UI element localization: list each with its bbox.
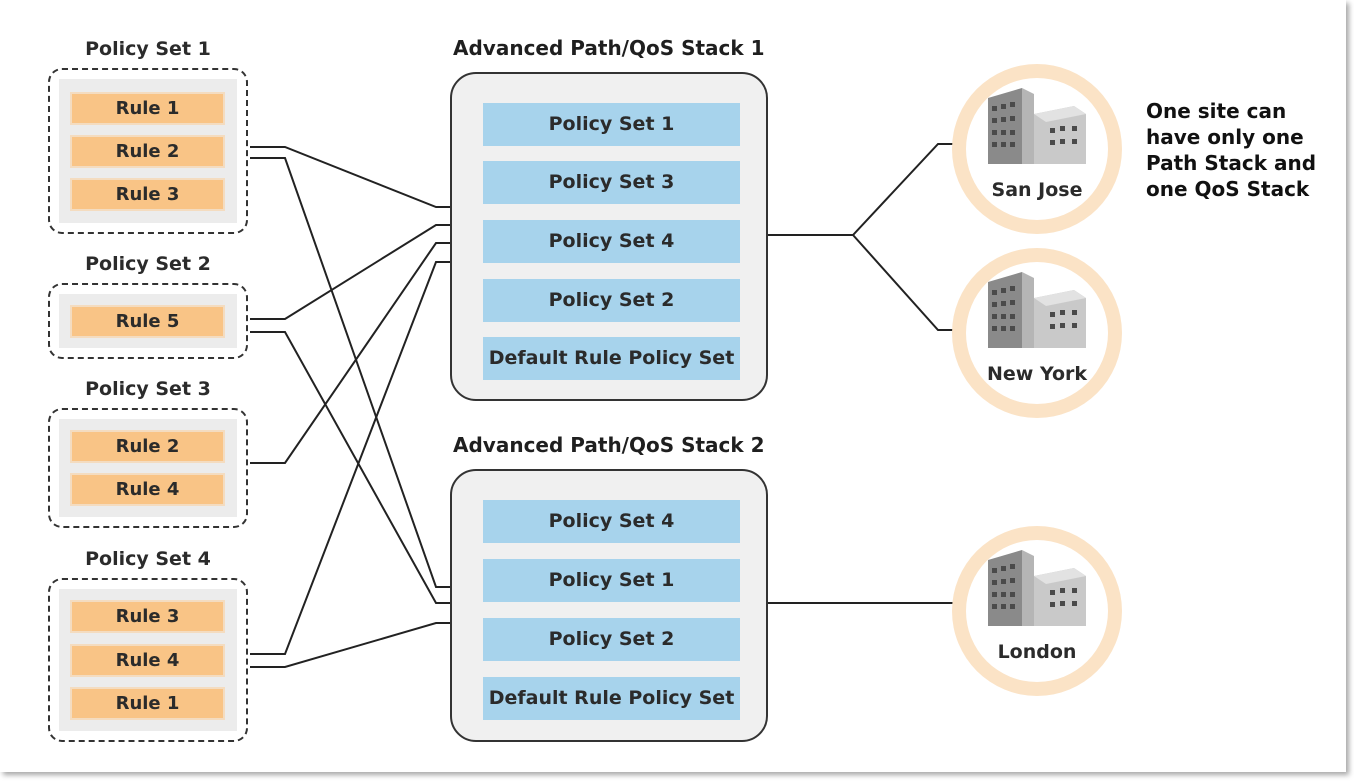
rule-item: Rule 2 [70, 430, 225, 463]
stack-item: Policy Set 4 [483, 220, 740, 263]
connector-ps4-stack1 [250, 261, 450, 655]
stack-item: Policy Set 2 [483, 618, 740, 661]
site-london: London [952, 526, 1122, 696]
note-line: one QoS Stack [1146, 177, 1310, 201]
site-label: New York [986, 363, 1088, 385]
note-line: have only one [1146, 125, 1304, 149]
stack-title: Advanced Path/QoS Stack 1 [453, 36, 765, 60]
stack-item: Policy Set 4 [483, 500, 740, 543]
rule-item: Rule 4 [70, 644, 225, 677]
policy-set-title: Policy Set 3 [85, 378, 211, 400]
policy-set-1-box: Rule 1 Rule 2 Rule 3 [48, 68, 248, 234]
stack-item: Policy Set 1 [483, 559, 740, 602]
rule-item: Rule 5 [70, 305, 225, 338]
stack-item: Default Rule Policy Set [483, 337, 740, 380]
policy-set-2-box: Rule 5 [48, 283, 248, 359]
stack-item: Default Rule Policy Set [483, 677, 740, 720]
connector-ps1-stack1 [250, 146, 450, 208]
connector-ps2-stack1 [250, 224, 450, 320]
site-label: San Jose [991, 179, 1083, 201]
building-icon [988, 272, 1086, 348]
stack-1-box: Policy Set 1 Policy Set 3 Policy Set 4 P… [450, 72, 768, 401]
building-icon [988, 88, 1086, 164]
stack-item: Policy Set 2 [483, 279, 740, 322]
stack-item: Policy Set 3 [483, 161, 740, 204]
stack-item: Policy Set 1 [483, 103, 740, 146]
note-line: Path Stack and [1146, 151, 1317, 175]
policy-set-4-box: Rule 3 Rule 4 Rule 1 [48, 578, 248, 742]
rule-item: Rule 2 [70, 135, 225, 168]
stack-title: Advanced Path/QoS Stack 2 [453, 433, 765, 457]
policy-set-title: Policy Set 2 [85, 253, 211, 275]
building-icon [988, 550, 1086, 626]
rule-item: Rule 1 [70, 92, 225, 125]
connector-ps4-stack2 [250, 622, 450, 668]
rule-item: Rule 1 [70, 687, 225, 720]
policy-set-3-box: Rule 2 Rule 4 [48, 408, 248, 528]
site-label: London [997, 641, 1077, 663]
connector-ps1-stack2 [250, 157, 450, 588]
note-text: One site can have only one Path Stack an… [1146, 98, 1346, 202]
note-line: One site can [1146, 99, 1287, 123]
site-san-jose: San Jose [952, 64, 1122, 234]
rule-item: Rule 3 [70, 178, 225, 211]
stack-2-box: Policy Set 4 Policy Set 1 Policy Set 2 D… [450, 469, 768, 742]
policy-set-title: Policy Set 1 [85, 38, 211, 60]
rule-item: Rule 4 [70, 473, 225, 506]
connector-ps3-stack1 [250, 242, 450, 464]
rule-item: Rule 3 [70, 600, 225, 633]
connector-ps2-stack2 [250, 331, 450, 604]
site-new-york: New York [952, 248, 1122, 418]
policy-set-title: Policy Set 4 [85, 548, 211, 570]
